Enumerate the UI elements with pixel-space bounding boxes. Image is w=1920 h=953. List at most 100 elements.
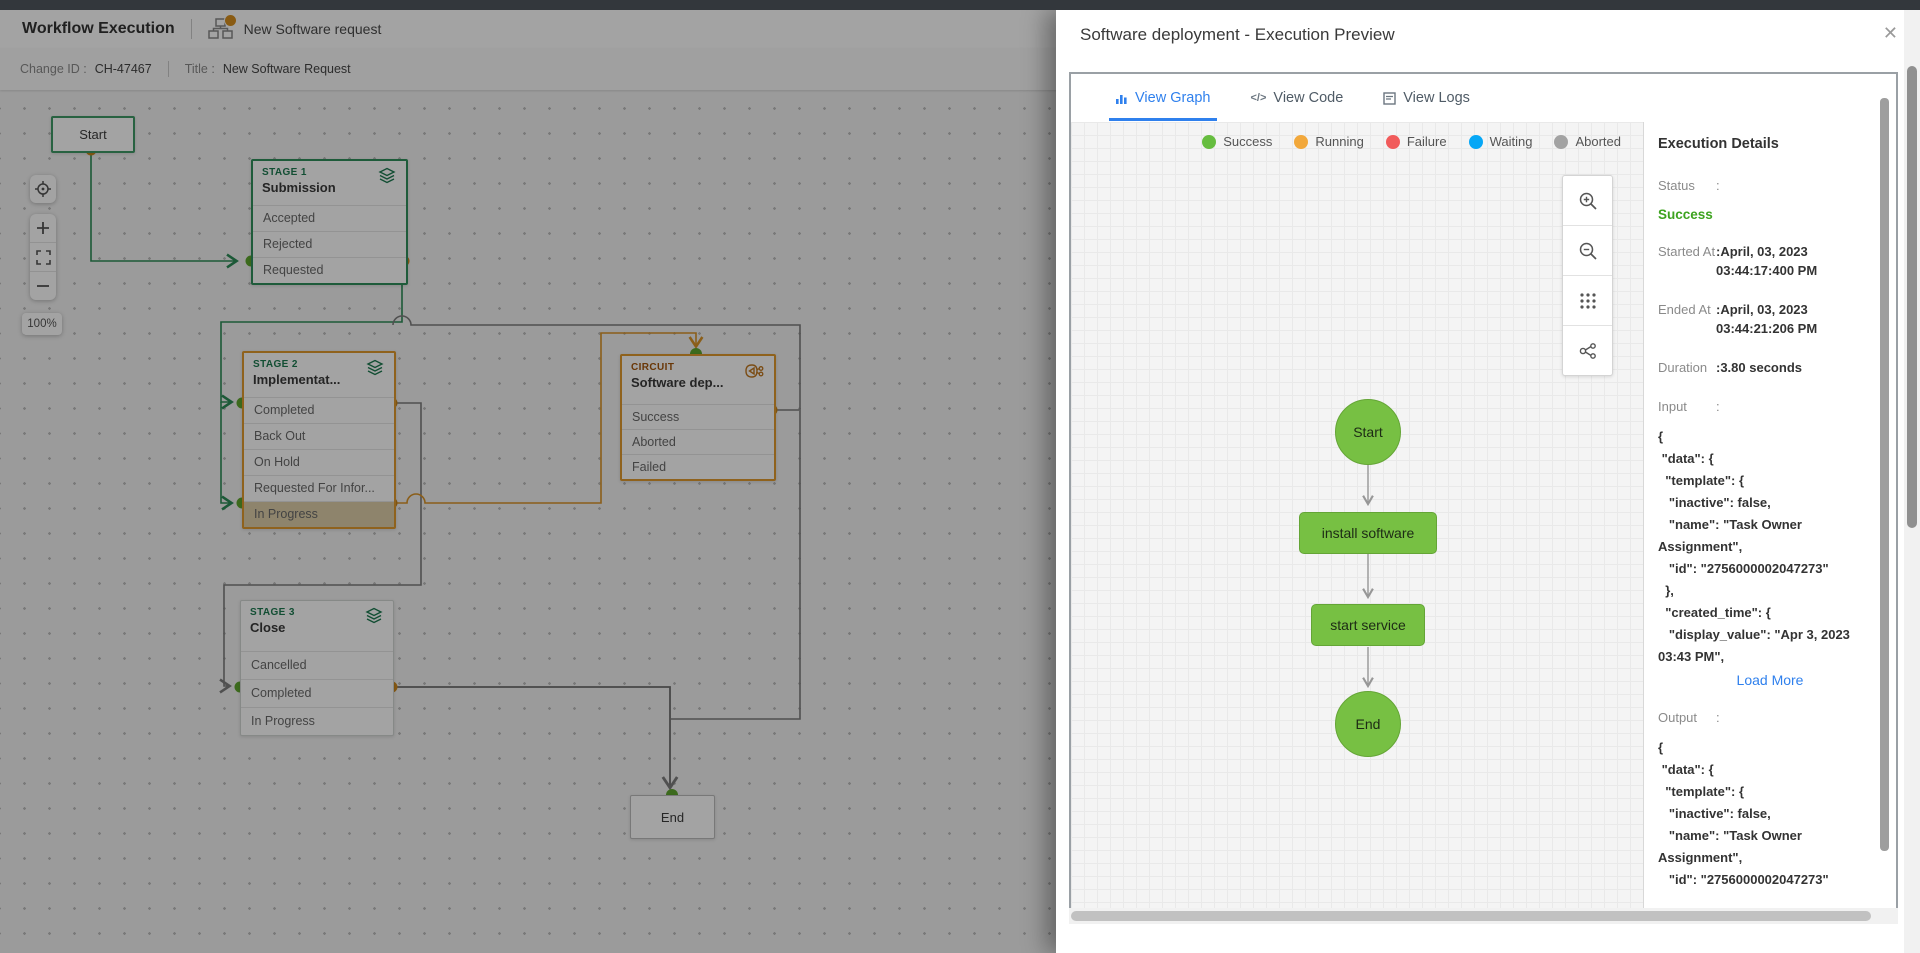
graph-node-end[interactable]: End — [1335, 691, 1401, 757]
stage-name: Submission — [262, 180, 336, 195]
layers-icon — [378, 167, 396, 184]
stage-row[interactable]: Requested — [253, 257, 406, 283]
graph-toolbar — [1562, 175, 1613, 376]
app-title: Workflow Execution — [22, 20, 175, 37]
stage-row[interactable]: On Hold — [244, 449, 394, 475]
stage-row[interactable]: Completed — [241, 679, 393, 707]
magnifier-minus-icon — [1579, 242, 1597, 260]
execution-graph-area[interactable]: Success Running Failure Waiting Aborted — [1071, 122, 1644, 913]
stage-row[interactable]: Completed — [244, 397, 394, 423]
duration-row: Duration :3.80 seconds — [1658, 360, 1802, 375]
node-stage2-implementation[interactable]: STAGE 2 Implementat... Completed Back Ou… — [242, 351, 396, 529]
preview-container: View Graph </> View Code View Logs Succe… — [1069, 72, 1898, 915]
circuit-kind: CIRCUIT — [631, 362, 675, 373]
legend-item: Failure — [1385, 134, 1447, 149]
output-row: Output : — [1658, 710, 1720, 725]
details-heading: Execution Details — [1658, 136, 1779, 152]
waiting-dot — [1468, 134, 1483, 149]
graph-node-start[interactable]: Start — [1335, 399, 1401, 465]
stage-kind: STAGE 2 — [253, 359, 298, 370]
circuit-row[interactable]: Failed — [622, 454, 774, 479]
circuit-name: Software dep... — [631, 375, 724, 390]
status-legend: Success Running Failure Waiting Aborted — [1202, 134, 1621, 149]
ended-at-row: Ended At :April, 03, 2023 03:44:21:206 P… — [1658, 302, 1818, 336]
graph-node-install-software[interactable]: install software — [1299, 512, 1437, 554]
logs-icon — [1383, 91, 1396, 105]
execution-details-panel[interactable]: Execution Details Status : Success Start… — [1644, 122, 1896, 913]
minus-icon — [37, 285, 49, 287]
layers-icon — [366, 359, 384, 376]
circuit-icon — [745, 364, 764, 378]
stage-row[interactable]: Cancelled — [241, 651, 393, 679]
stage-name: Implementat... — [253, 372, 341, 387]
app-header: Workflow Execution New Software request — [0, 10, 1062, 48]
workflow-canvas[interactable]: Start End STAGE 1 Submission Accepted Re… — [0, 90, 1062, 953]
magnifier-plus-icon — [1579, 192, 1597, 210]
modal-header: Software deployment - Execution Preview … — [1056, 10, 1920, 62]
legend-item: Running — [1294, 134, 1364, 149]
title-label: Title : — [184, 62, 215, 76]
stage-row[interactable]: Back Out — [244, 423, 394, 449]
node-stage1-submission[interactable]: STAGE 1 Submission Accepted Rejected Req… — [251, 159, 408, 285]
code-icon: </> — [1250, 92, 1267, 104]
recenter-button[interactable] — [30, 175, 56, 203]
graph-layout-button[interactable] — [1563, 326, 1612, 375]
tab-view-code[interactable]: </> View Code — [1250, 90, 1344, 106]
status-badge-icon — [223, 14, 237, 27]
stage-kind: STAGE 1 — [262, 167, 307, 178]
graph-zoom-in-button[interactable] — [1563, 176, 1612, 226]
stage-name: Close — [250, 620, 286, 635]
sub-header: Change ID : CH-47467 Title : New Softwar… — [0, 48, 1062, 90]
divider — [190, 19, 192, 39]
load-more-link[interactable]: Load More — [1736, 672, 1804, 688]
divider — [167, 61, 169, 77]
status-row: Status : — [1658, 178, 1720, 193]
running-dot — [1294, 134, 1309, 149]
layers-icon — [365, 607, 383, 624]
tab-bar: View Graph </> View Code View Logs — [1071, 74, 1896, 122]
graph-zoom-out-button[interactable] — [1563, 226, 1612, 276]
zoom-level-badge: 100% — [22, 313, 62, 335]
status-value: Success — [1658, 207, 1713, 222]
graph-node-start-service[interactable]: start service — [1311, 604, 1425, 646]
execution-preview-modal: Software deployment - Execution Preview … — [1056, 10, 1920, 953]
circuit-row[interactable]: Aborted — [622, 429, 774, 454]
output-json: { "data": { "template": { "inactive": fa… — [1658, 740, 1829, 887]
zoom-out-button[interactable] — [30, 272, 56, 300]
target-icon — [35, 181, 51, 197]
hierarchy-icon — [1579, 342, 1596, 359]
stage-row[interactable]: In Progress — [241, 707, 393, 735]
stage-row[interactable]: Rejected — [253, 231, 406, 257]
graph-grid-view-button[interactable] — [1563, 276, 1612, 326]
node-stage3-close[interactable]: STAGE 3 Close Cancelled Completed In Pro… — [240, 600, 394, 736]
node-start[interactable]: Start — [51, 116, 135, 153]
node-end[interactable]: End — [630, 795, 715, 839]
graph-edges — [1362, 465, 1374, 689]
stage-kind: STAGE 3 — [250, 607, 295, 618]
modal-backdrop[interactable] — [0, 0, 1062, 953]
details-scrollbar[interactable] — [1880, 98, 1889, 851]
tab-view-graph[interactable]: View Graph — [1109, 75, 1216, 121]
stage-row[interactable]: Accepted — [253, 205, 406, 231]
modal-title: Software deployment - Execution Preview — [1080, 25, 1395, 44]
zoom-controls — [30, 214, 56, 300]
modal-scrollbar[interactable] — [1904, 10, 1920, 953]
failure-dot — [1385, 134, 1400, 149]
zoom-in-button[interactable] — [30, 214, 56, 243]
stage-row-active[interactable]: In Progress — [244, 501, 394, 527]
stage-row[interactable]: Requested For Infor... — [244, 475, 394, 501]
expand-icon — [35, 249, 51, 265]
input-row: Input : — [1658, 399, 1720, 414]
node-circuit-software-deployment[interactable]: CIRCUIT Software dep... Success Aborted … — [620, 354, 776, 481]
grid-dots-icon — [1579, 292, 1596, 309]
bar-chart-icon — [1116, 94, 1127, 104]
tab-view-logs[interactable]: View Logs — [1383, 75, 1470, 121]
horizontal-scrollbar[interactable] — [1069, 908, 1898, 924]
plus-icon — [37, 222, 49, 234]
circuit-row[interactable]: Success — [622, 404, 774, 429]
workflow-icon — [207, 14, 237, 40]
title-value: New Software Request — [222, 62, 351, 76]
close-icon[interactable]: ✕ — [1882, 23, 1898, 43]
fit-screen-button[interactable] — [30, 243, 56, 272]
